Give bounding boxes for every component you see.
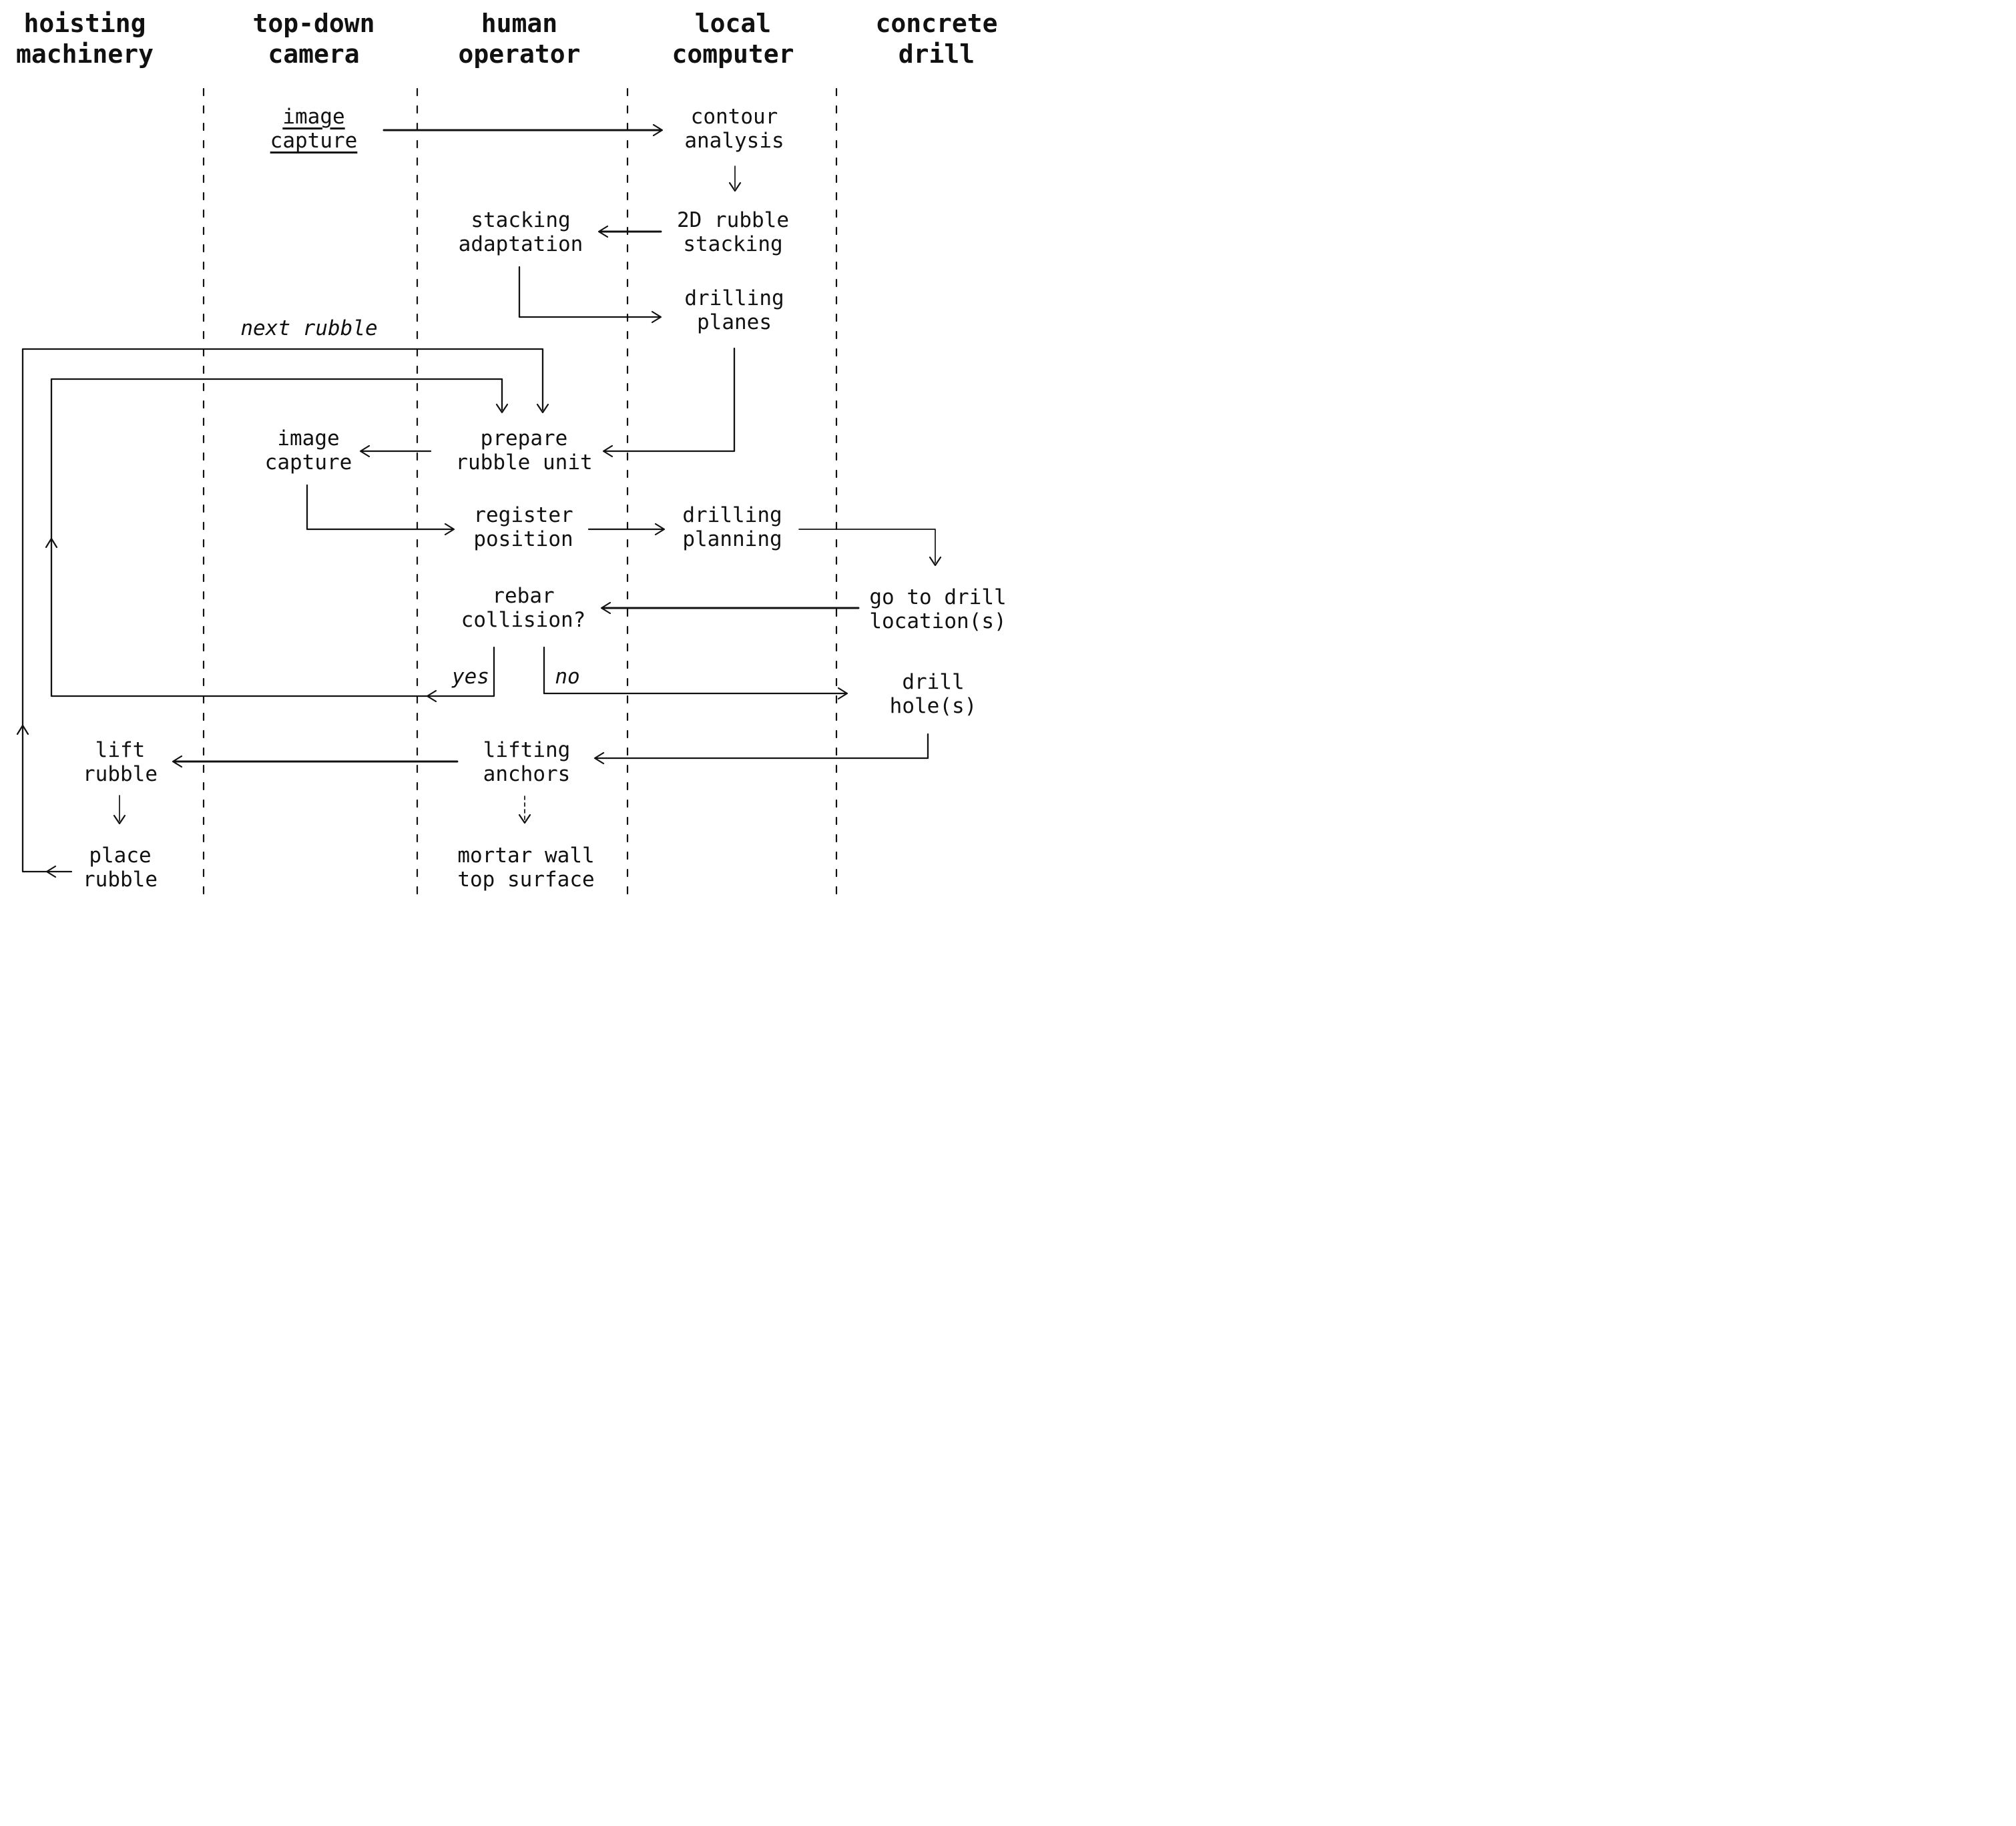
edge-label-no: no xyxy=(555,665,580,689)
node-2d-rubble-stacking: 2D rubble stacking xyxy=(677,208,789,256)
lane-dividers xyxy=(202,87,838,896)
edge-lift-to-place xyxy=(113,795,126,825)
edge-label-next-rubble: next rubble xyxy=(240,316,378,340)
node-lifting-anchors: lifting anchors xyxy=(483,738,571,786)
edge-prepare-to-image-capture2 xyxy=(359,444,432,458)
node-place-rubble: place rubble xyxy=(83,844,158,892)
edge-register-to-drilling-planning xyxy=(587,523,666,536)
edge-drill-holes-to-lifting-anchors xyxy=(593,733,929,765)
node-contour-analysis: contour analysis xyxy=(684,105,784,153)
edge-image-capture-to-contour-analysis xyxy=(383,123,664,137)
flowchart-canvas: hoisting machinery top-down camera human… xyxy=(0,0,1008,913)
edge-no-to-drill-holes xyxy=(543,646,848,700)
lane-header-local-computer: local computer xyxy=(672,9,794,69)
node-drill-holes: drill hole(s) xyxy=(889,670,977,718)
lane-header-concrete-drill: concrete drill xyxy=(875,9,998,69)
node-mortar-wall-top-surface: mortar wall top surface xyxy=(457,844,595,892)
node-go-to-drill-locations: go to drill location(s) xyxy=(869,585,1007,633)
node-prepare-rubble-unit: prepare rubble unit xyxy=(455,426,593,475)
lane-header-top-down-camera: top-down camera xyxy=(252,9,375,69)
lane-header-hoisting-machinery: hoisting machinery xyxy=(16,9,154,69)
edge-yes-loop xyxy=(45,378,509,703)
node-stacking-adaptation: stacking adaptation xyxy=(458,208,583,256)
edge-lifting-anchors-to-lift-rubble xyxy=(172,755,459,768)
lane-header-human-operator: human operator xyxy=(458,9,581,69)
diagram-connectors xyxy=(16,87,942,896)
edge-next-rubble-loop xyxy=(16,348,549,878)
node-lift-rubble: lift rubble xyxy=(83,738,158,786)
node-image-capture-2: image capture xyxy=(264,426,352,475)
node-register-position: register position xyxy=(473,503,573,551)
edge-lifting-anchors-to-mortar-wall xyxy=(518,796,531,824)
edge-planning-to-go-to-drill xyxy=(798,529,942,567)
edge-image-capture2-to-register xyxy=(306,484,455,536)
edge-contour-to-2d-stacking xyxy=(728,166,742,192)
edge-drilling-planes-to-prepare xyxy=(602,347,736,458)
edge-adaptation-to-drilling-planes xyxy=(518,266,662,324)
node-image-capture-start: image capture xyxy=(270,105,358,153)
edge-label-yes: yes xyxy=(452,665,489,689)
edge-go-to-drill-to-rebar xyxy=(600,601,860,615)
node-rebar-collision: rebar collision? xyxy=(461,584,586,632)
node-drilling-planning: drilling planning xyxy=(682,503,782,551)
node-drilling-planes: drilling planes xyxy=(684,286,784,334)
edge-2d-stacking-to-adaptation xyxy=(597,225,662,238)
